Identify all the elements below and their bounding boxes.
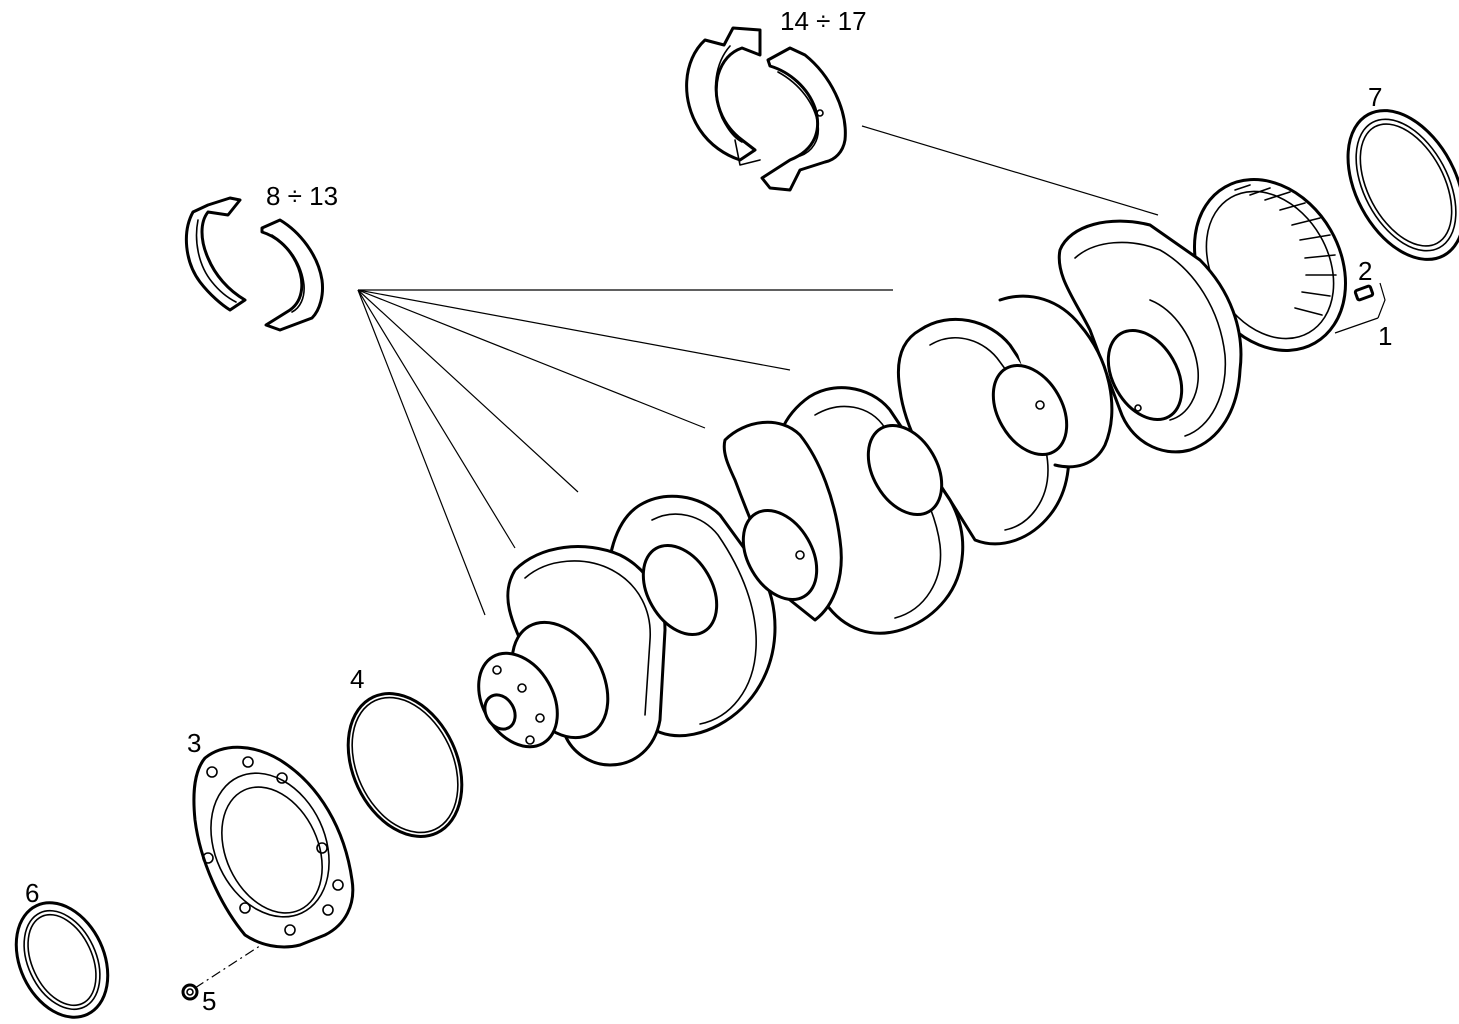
callout-thrust-bearings: 14 ÷ 17 [780, 6, 867, 36]
rear-seal [1346, 109, 1459, 261]
callout-key: 2 [1358, 256, 1372, 286]
callout-o-ring: 4 [350, 664, 364, 694]
callouts: 14 ÷ 17 8 ÷ 13 7 2 1 4 3 6 5 [25, 6, 1392, 1016]
leader-lines [194, 125, 1386, 989]
o-ring [346, 692, 464, 838]
front-seal [14, 901, 110, 1019]
callout-front-seal: 6 [25, 878, 39, 908]
callout-screw: 5 [202, 986, 216, 1016]
callout-crankshaft: 1 [1378, 321, 1392, 351]
callout-rear-seal: 7 [1368, 82, 1382, 112]
main-bearing-halves [184, 196, 324, 332]
callout-front-cover: 3 [187, 728, 201, 758]
callout-main-bearings: 8 ÷ 13 [266, 181, 338, 211]
key-part [1353, 284, 1375, 302]
front-cover [192, 745, 355, 949]
thrust-bearing-halves [685, 26, 847, 192]
screw [181, 983, 199, 1001]
crankshaft [477, 178, 1347, 767]
